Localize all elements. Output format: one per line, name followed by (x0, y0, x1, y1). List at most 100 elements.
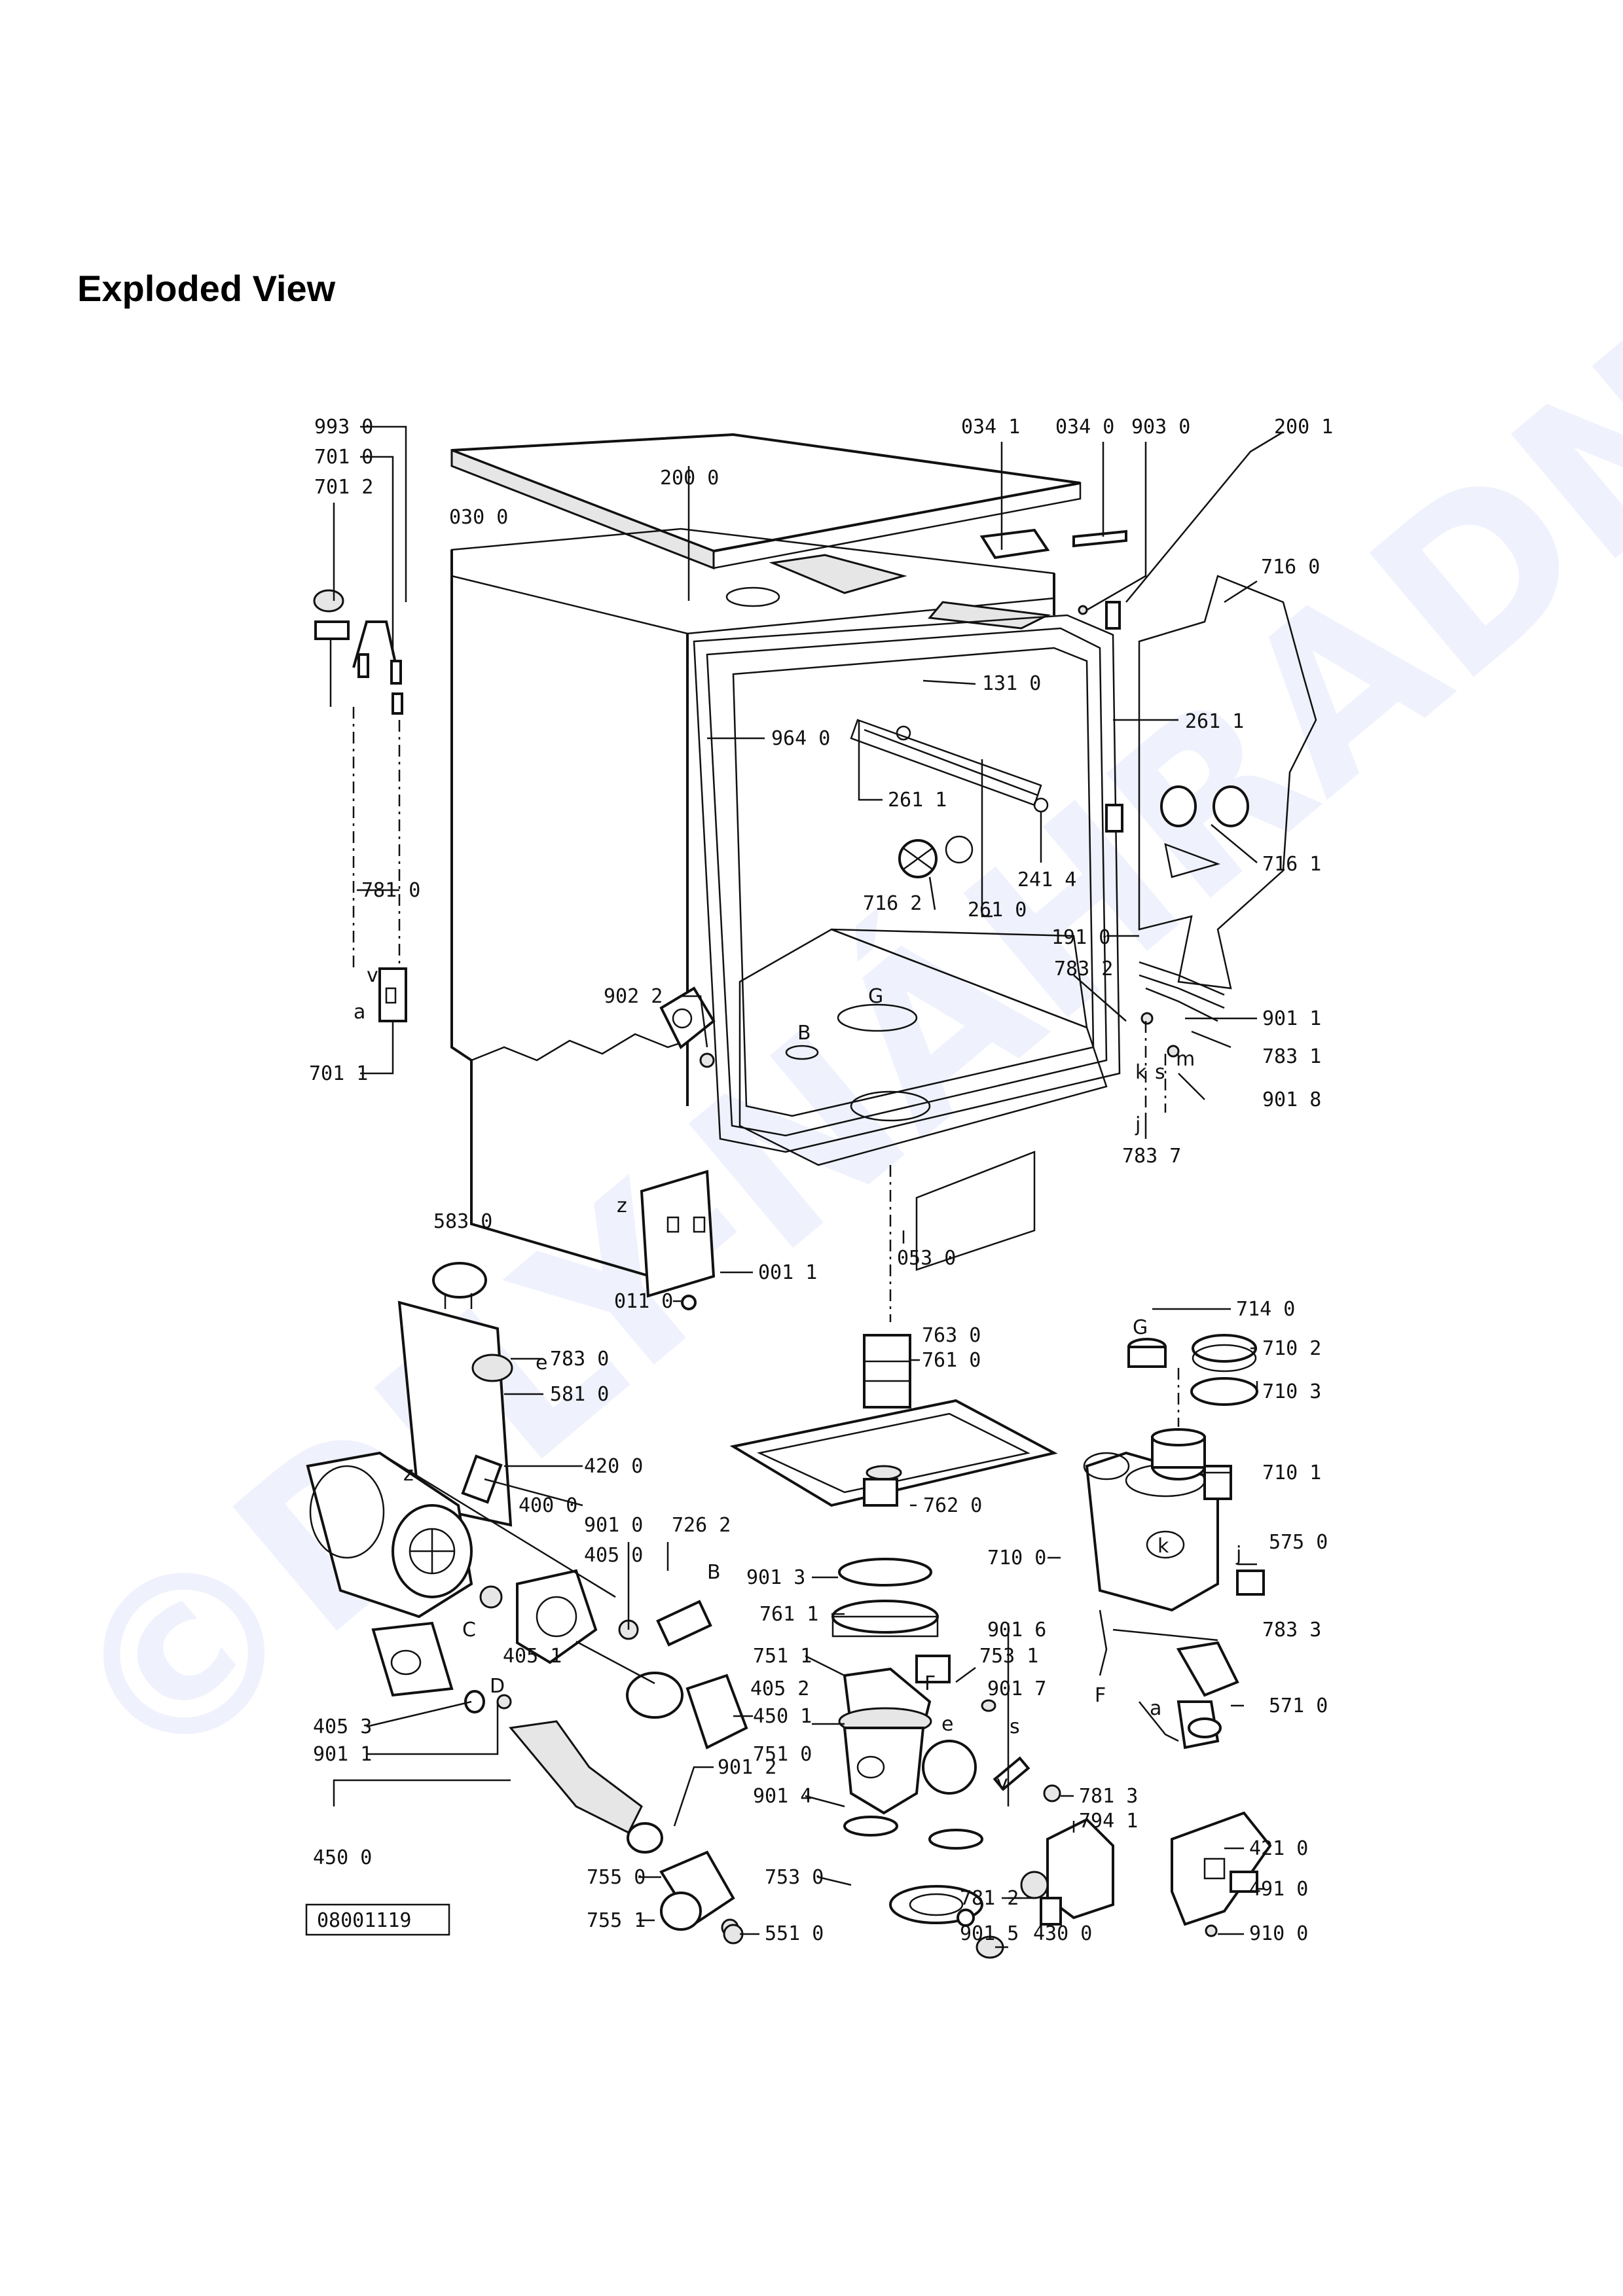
callout: 241 4 (1017, 869, 1076, 891)
callout: 710 0 (987, 1547, 1046, 1570)
callout: 901 4 (753, 1785, 812, 1808)
letter-marker: j (1135, 1113, 1140, 1136)
callout: 761 1 (759, 1603, 818, 1626)
callout: 030 0 (449, 506, 508, 529)
letter-marker: k (1135, 1061, 1147, 1084)
letter-marker: a (354, 1001, 365, 1024)
callout: 400 0 (519, 1494, 577, 1517)
callout: 261 0 (968, 899, 1027, 922)
callout: 450 0 (313, 1846, 372, 1869)
callout: 191 0 (1051, 926, 1110, 949)
letter-marker: C (462, 1619, 476, 1641)
callout: 405 2 (750, 1677, 809, 1700)
letter-marker: F (924, 1672, 936, 1695)
callout: 575 0 (1269, 1531, 1328, 1554)
callout: 131 0 (982, 672, 1041, 695)
letter-marker: e (941, 1713, 953, 1736)
letter-marker: z (403, 1463, 414, 1486)
callout: 710 2 (1262, 1337, 1321, 1360)
callout: 781 2 (960, 1887, 1019, 1910)
letter-marker: B (707, 1561, 721, 1584)
callout: 714 0 (1236, 1298, 1295, 1321)
side-panel (1138, 575, 1317, 990)
callout-labels: 993 0 701 0 701 2 030 0 200 0 034 1 034 … (309, 416, 1333, 1945)
callout: 491 0 (1249, 1878, 1308, 1901)
callout: 763 0 (922, 1324, 981, 1347)
callout: 011 0 (614, 1290, 673, 1313)
callout: 261 1 (1185, 710, 1244, 733)
callout: 901 5 (960, 1922, 1019, 1945)
callout: 783 0 (550, 1348, 609, 1371)
callout: 726 2 (672, 1514, 731, 1537)
letter-marker: a (1150, 1697, 1161, 1720)
callout: 716 0 (1261, 556, 1320, 579)
callout: 901 6 (987, 1619, 1046, 1641)
callout: 751 1 (753, 1645, 812, 1668)
callout: 761 0 (922, 1349, 981, 1372)
letter-marker: s (1155, 1061, 1165, 1084)
callout: 421 0 (1249, 1837, 1308, 1860)
watermark-text: ©DILY-NÁHRADNÍ.cz (16, 16, 1623, 1827)
callout: 762 0 (923, 1494, 982, 1517)
letter-marker: D (490, 1675, 505, 1698)
drain-hose (509, 1720, 643, 1835)
callout: 710 1 (1262, 1462, 1321, 1484)
letter-marker: j (1235, 1543, 1241, 1566)
callout: 901 7 (987, 1677, 1046, 1700)
callout: 753 1 (979, 1645, 1038, 1668)
letter-marker: z (617, 1194, 627, 1217)
callout: 053 0 (897, 1247, 956, 1270)
callout: 200 1 (1274, 416, 1333, 439)
callout: 034 0 (1055, 416, 1114, 439)
callout: 405 0 (584, 1544, 643, 1567)
callout: 405 3 (313, 1715, 372, 1738)
callout: 964 0 (771, 727, 830, 750)
callout: 753 0 (765, 1866, 824, 1889)
callout: 901 3 (746, 1566, 805, 1589)
callout: 261 1 (888, 789, 947, 812)
letter-marker: v (996, 1772, 1008, 1795)
callout: 200 0 (660, 467, 719, 490)
letter-marker: k (1158, 1535, 1169, 1558)
leader-lines (333, 425, 1284, 1948)
callout: 034 1 (961, 416, 1020, 439)
callout: 783 1 (1262, 1045, 1321, 1068)
letter-marker: e (536, 1352, 547, 1374)
callout: 901 0 (584, 1514, 643, 1537)
water-softener (1085, 1451, 1219, 1612)
callout: 755 1 (587, 1909, 646, 1932)
callout: 751 0 (753, 1743, 812, 1766)
letter-marker: m (1176, 1048, 1195, 1071)
callout: 901 2 (718, 1756, 776, 1779)
callout: 901 1 (313, 1743, 372, 1766)
callout: 794 1 (1079, 1810, 1138, 1833)
drawing-number-box (305, 1903, 450, 1936)
letter-marker: F (1095, 1684, 1106, 1707)
callout: 783 2 (1054, 958, 1113, 980)
callout: 902 2 (604, 985, 663, 1008)
callout: 783 7 (1122, 1145, 1181, 1168)
callout: 001 1 (758, 1261, 817, 1284)
letter-marker: B (797, 1022, 811, 1045)
callout: 430 0 (1033, 1922, 1092, 1945)
callout: 551 0 (765, 1922, 824, 1945)
letter-marker: G (1133, 1316, 1148, 1339)
callout: 710 3 (1262, 1380, 1321, 1403)
callout: 581 0 (550, 1383, 609, 1406)
callout: 701 1 (309, 1062, 368, 1085)
callout: 450 1 (753, 1705, 812, 1728)
letter-marker: v (367, 964, 378, 987)
letter-markers: a v B G k s m j z e z C D F e s v G k j … (354, 964, 1241, 1795)
callout: 781 0 (361, 879, 420, 902)
callout: 405 1 (503, 1645, 562, 1668)
page-title: Exploded View (77, 268, 336, 309)
callout: 701 2 (314, 476, 373, 499)
callout: 783 3 (1262, 1619, 1321, 1641)
callout: 781 3 (1079, 1785, 1138, 1808)
callout: 993 0 (314, 416, 373, 439)
callout: 901 8 (1262, 1088, 1321, 1111)
callout: 583 0 (433, 1210, 492, 1233)
callout: 701 0 (314, 446, 373, 469)
callout: 716 2 (863, 892, 922, 915)
callout: 420 0 (584, 1455, 643, 1478)
